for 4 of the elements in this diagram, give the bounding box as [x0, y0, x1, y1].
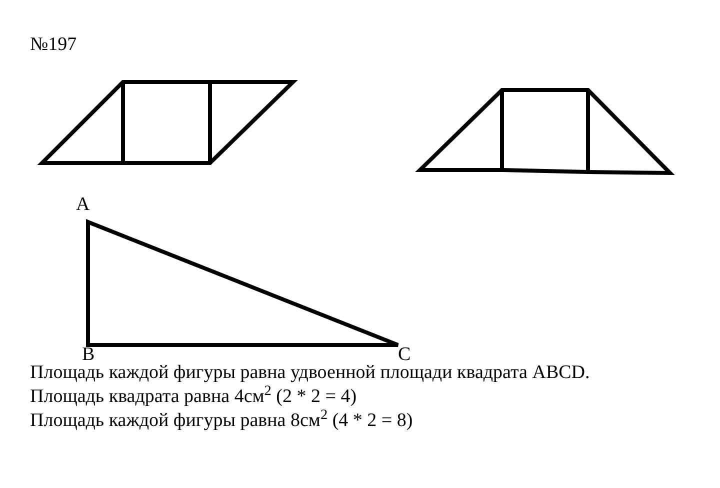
problem-number: №197	[30, 34, 77, 56]
solution-text: Площадь квадрата равна 4см$^{2}$ (2 * 2 = 4)	[30, 386, 357, 408]
vertex-label: A	[76, 194, 90, 216]
solution-text: Площадь каждой фигуры равна 8см$^{2}$ (4 * 2 = 8)	[30, 410, 413, 432]
